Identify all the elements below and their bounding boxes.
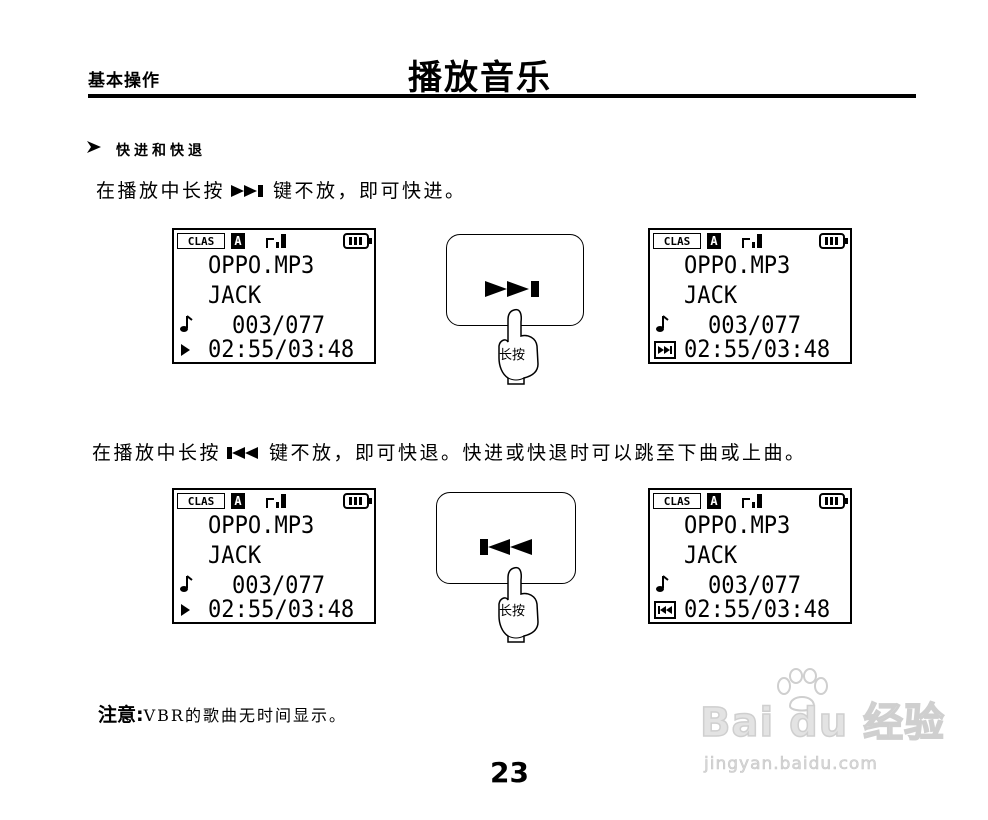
lcd-screen-fast-forward: CLAS A OPPO.MP3 JACK 003/077 02:55/03:48 — [648, 228, 852, 364]
watermark-logo: Bai du 经验 — [699, 699, 946, 747]
rewind-key[interactable] — [436, 492, 576, 584]
lcd-time: 02:55/03:48 — [684, 595, 831, 623]
battery-icon — [819, 493, 848, 509]
rw-instruction-prefix: 在播放中长按 — [92, 442, 222, 464]
rw-instruction: 在播放中长按 键不放，即可快退。快进或快退时可以跳至下曲或上曲。 — [92, 438, 807, 465]
subsection-title: 快进和快退 — [116, 143, 206, 159]
lcd-artist: JACK — [208, 541, 262, 569]
signal-icon — [742, 234, 762, 248]
fast-forward-icon — [231, 181, 267, 203]
page-title: 播放音乐 — [408, 58, 552, 98]
lcd-file-name: OPPO.MP3 — [208, 251, 315, 279]
music-note-icon — [656, 575, 669, 592]
signal-icon — [742, 494, 762, 508]
signal-icon — [266, 494, 286, 508]
play-icon — [181, 604, 190, 616]
fast-forward-icon — [485, 281, 539, 297]
battery-icon — [343, 493, 372, 509]
page-number: 23 — [490, 756, 529, 789]
lcd-artist: JACK — [684, 541, 738, 569]
lcd-status-bar: CLAS A — [653, 233, 849, 251]
rw-instruction-suffix: 键不放，即可快退。快进或快退时可以跳至下曲或上曲。 — [269, 442, 807, 464]
play-icon — [181, 344, 190, 356]
watermark-url: jingyan.baidu.com — [704, 754, 878, 775]
battery-icon — [343, 233, 372, 249]
note-text: VBR的歌曲无时间显示。 — [143, 706, 347, 725]
lcd-screen-normal-bottom: CLAS A OPPO.MP3 JACK 003/077 02:55/03:48 — [172, 488, 376, 624]
eq-mode-badge: CLAS — [177, 233, 225, 249]
lcd-track-counter: 003/077 — [232, 311, 326, 339]
lcd-time: 02:55/03:48 — [684, 335, 831, 363]
repeat-mode-badge: A — [707, 233, 721, 249]
lcd-file-name: OPPO.MP3 — [684, 251, 791, 279]
header-rule — [88, 94, 916, 98]
section-label: 基本操作 — [88, 71, 160, 91]
note-label: 注意: — [98, 704, 144, 726]
repeat-mode-badge: A — [707, 493, 721, 509]
lcd-artist: JACK — [208, 281, 262, 309]
lcd-status-bar: CLAS A — [653, 493, 849, 511]
paw-watermark-icon — [777, 668, 828, 712]
music-note-icon — [180, 575, 193, 592]
pointing-hand-icon — [498, 308, 539, 385]
ff-instruction-suffix: 键不放，即可快进。 — [273, 180, 467, 202]
ff-instruction: 在播放中长按 键不放，即可快进。 — [96, 176, 467, 203]
eq-mode-badge: CLAS — [653, 493, 701, 509]
eq-mode-badge: CLAS — [177, 493, 225, 509]
press-label: 长按 — [499, 604, 526, 619]
press-label: 长按 — [499, 348, 526, 363]
lcd-track-counter: 003/077 — [232, 571, 326, 599]
lcd-file-name: OPPO.MP3 — [208, 511, 315, 539]
lcd-screen-rewind: CLAS A OPPO.MP3 JACK 003/077 02:55/03:48 — [648, 488, 852, 624]
ff-instruction-prefix: 在播放中长按 — [96, 180, 226, 202]
music-note-icon — [656, 315, 669, 332]
fast-forward-mode-icon — [654, 341, 676, 359]
arrowhead-bullet-icon — [86, 140, 102, 158]
rewind-icon — [227, 443, 263, 465]
lcd-track-counter: 003/077 — [708, 311, 802, 339]
repeat-mode-badge: A — [231, 493, 245, 509]
rewind-icon — [480, 539, 532, 555]
lcd-file-name: OPPO.MP3 — [684, 511, 791, 539]
lcd-status-bar: CLAS A — [177, 493, 373, 511]
note-line: 注意:VBR的歌曲无时间显示。 — [98, 700, 347, 727]
pointing-hand-icon — [498, 566, 539, 643]
repeat-mode-badge: A — [231, 233, 245, 249]
lcd-screen-normal-top: CLAS A OPPO.MP3 JACK 003/077 02:55/03:48 — [172, 228, 376, 364]
signal-icon — [266, 234, 286, 248]
rewind-mode-icon — [654, 601, 676, 619]
eq-mode-badge: CLAS — [653, 233, 701, 249]
lcd-artist: JACK — [684, 281, 738, 309]
battery-icon — [819, 233, 848, 249]
music-note-icon — [180, 315, 193, 332]
lcd-time: 02:55/03:48 — [208, 595, 355, 623]
lcd-track-counter: 003/077 — [708, 571, 802, 599]
lcd-status-bar: CLAS A — [177, 233, 373, 251]
lcd-time: 02:55/03:48 — [208, 335, 355, 363]
